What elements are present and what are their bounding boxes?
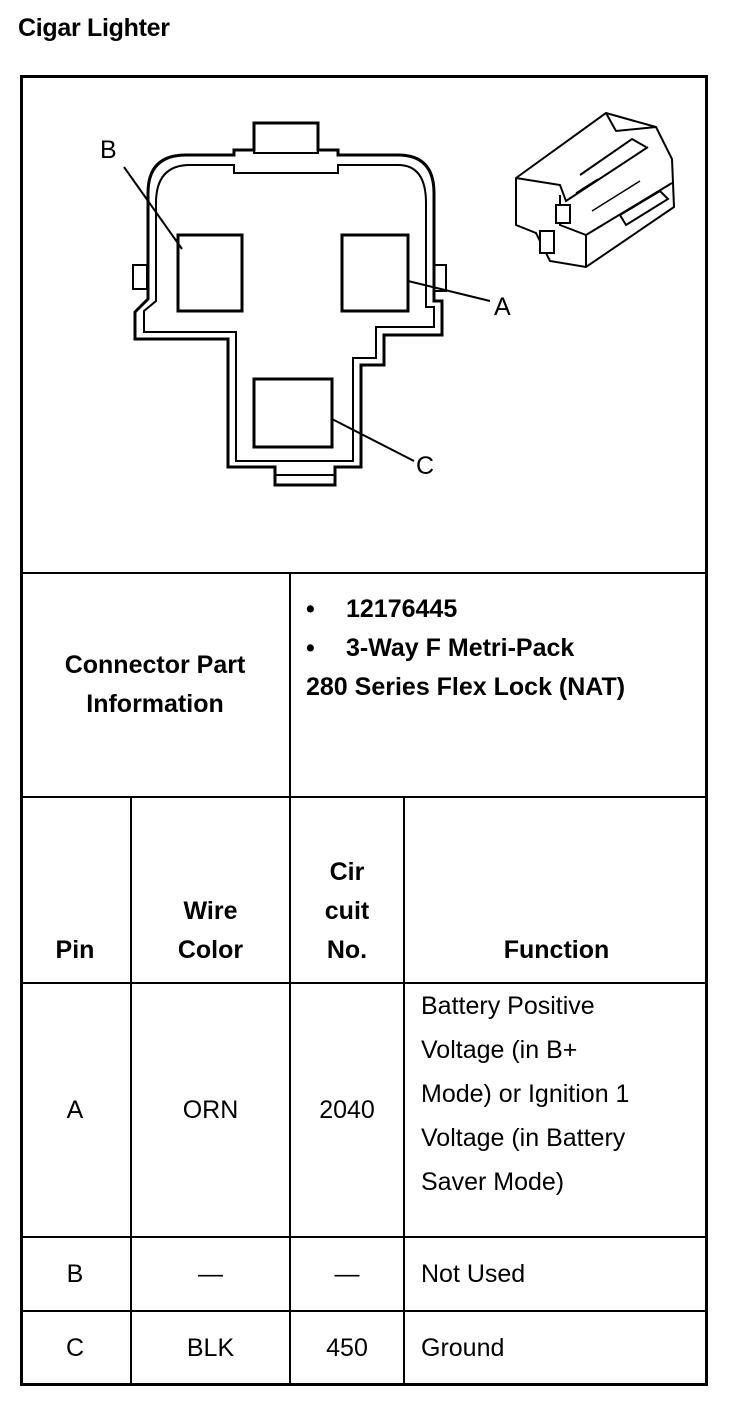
divider-row-b [20,1310,708,1312]
column-divider-1 [130,796,132,1386]
row-b-pin: B [66,1259,84,1288]
header-circuit-line1: Cir [329,858,365,886]
row-a-function-line4: Voltage (in Battery [421,1124,626,1152]
divider-partinfo-vertical [289,572,291,796]
row-a-function-line1: Battery Positive [421,992,595,1020]
row-b-function: Not Used [421,1260,526,1288]
divider-partinfo [20,796,708,798]
bullet-icon: • [306,634,315,662]
pin-label-a: A [494,293,511,321]
row-b-wire-color: — [198,1259,223,1288]
connector-diagram: B A C [20,75,708,573]
column-divider-2 [289,796,291,1386]
row-b-circuit: — [334,1259,360,1288]
connector-face-icon: B A C [100,111,676,487]
connector-table-frame [20,75,708,1386]
part-info-label-line1: Connector Part [64,651,246,679]
row-a-function-line5: Saver Mode) [421,1168,565,1196]
row-a-circuit: 2040 [319,1095,375,1124]
part-info-label: Connector Part Information [20,574,290,796]
pin-label-b: B [100,136,117,164]
header-circuit-line3: No. [326,936,368,964]
row-a-function-line2: Voltage (in B+ [421,1036,578,1064]
row-a-function-line3: Mode) or Ignition 1 [421,1080,630,1108]
header-wire-color: Wire Color [132,798,289,982]
row-c-pin: C [65,1333,85,1362]
header-circuit-line2: cuit [324,897,370,925]
row-c-wire-color: BLK [186,1333,235,1362]
row-a-function: Battery Positive Voltage (in B+ Mode) or… [405,984,708,1236]
header-pin: Pin [55,936,95,964]
part-info-values: • 12176445 • 3-Way F Metri-Pack 280 Seri… [306,590,706,707]
connector-type: 3-Way F Metri-Pack [346,634,575,662]
divider-header [20,982,708,984]
column-divider-3 [403,796,405,1386]
row-a-pin: A [66,1095,84,1124]
row-c-function: Ground [421,1334,505,1362]
part-number-item: • 12176445 [306,590,706,629]
divider-row-a [20,1236,708,1238]
part-number: 12176445 [346,595,458,623]
part-info-label-line2: Information [86,690,224,718]
page-title: Cigar Lighter [18,14,170,42]
row-a-wire-color: ORN [182,1095,239,1124]
row-c-circuit: 450 [326,1333,368,1362]
connector-housing-icon [515,111,676,269]
divider-diagram [20,572,708,574]
connector-series: 280 Series Flex Lock (NAT) [306,673,626,701]
header-wire-color-line1: Wire [183,897,238,925]
pin-label-c: C [416,452,434,480]
header-wire-color-line2: Color [177,936,244,964]
header-function: Function [503,936,610,964]
header-circuit-no: Cir cuit No. [291,798,403,982]
connector-type-item: • 3-Way F Metri-Pack [306,629,706,668]
bullet-icon: • [306,595,315,623]
